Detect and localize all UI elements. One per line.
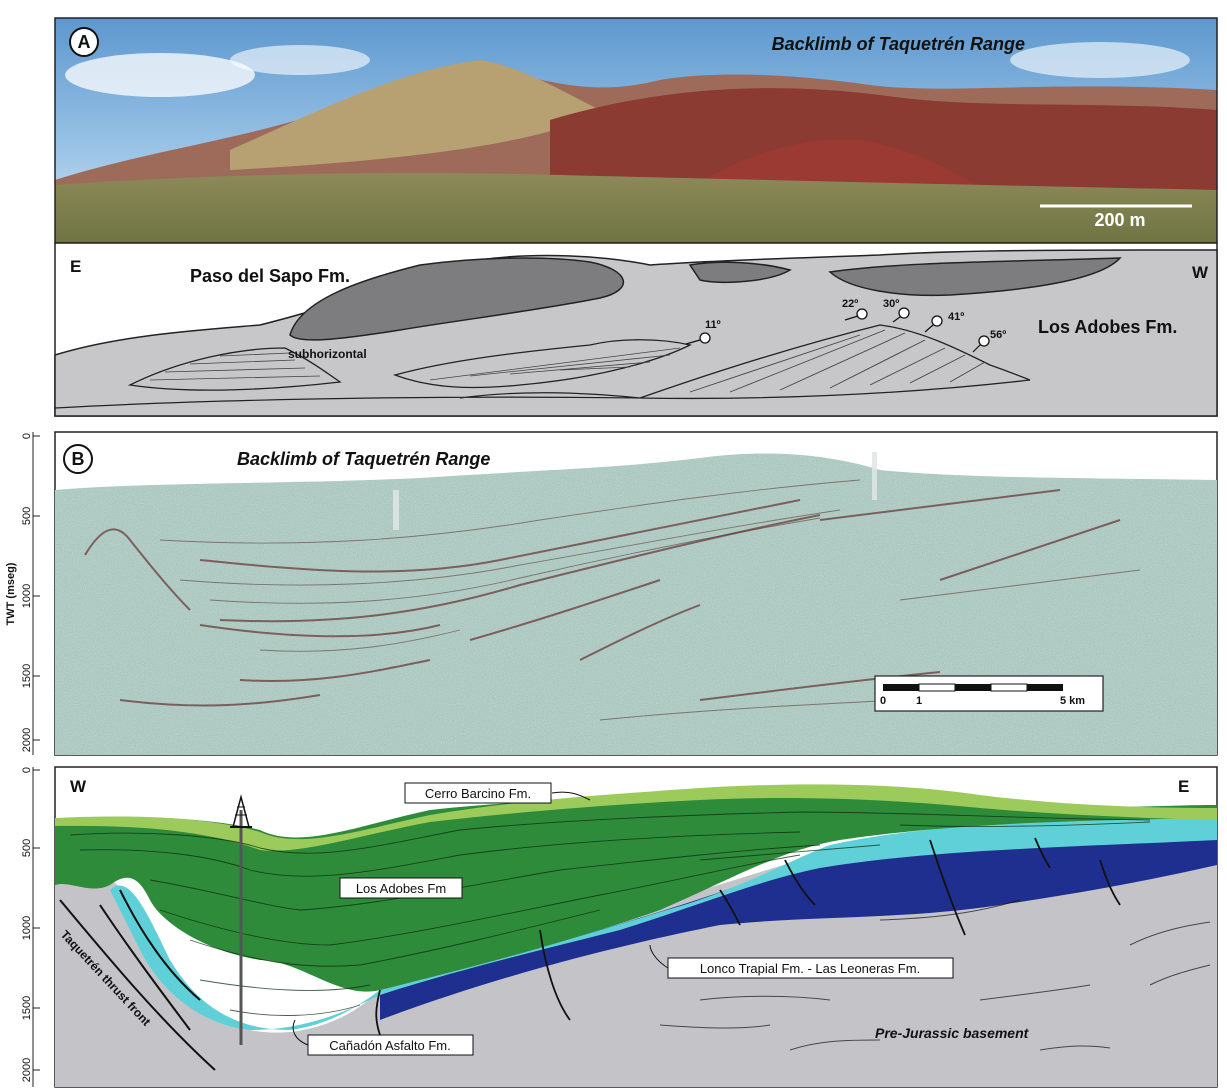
panel-a-scale-label: 200 m — [1094, 210, 1145, 230]
subhorizontal-label: subhorizontal — [288, 347, 367, 361]
dip-marker-11 — [685, 332, 711, 345]
lonco-trapial-label: Lonco Trapial Fm. - Las Leoneras Fm. — [700, 961, 920, 976]
panel-b-letter-badge — [63, 444, 93, 474]
los-adobes-fill — [55, 793, 1217, 992]
panel-c-section — [54, 766, 1218, 1088]
panel-c-tick-2000: 2000 — [21, 1058, 33, 1082]
scale-tick-0: 0 — [880, 695, 886, 707]
well-icon — [230, 794, 252, 1045]
thrust-front — [59, 889, 216, 1071]
panel-b-tick-1500: 1500 — [21, 664, 33, 688]
panel-b-letter: B — [72, 449, 85, 469]
panel-a-labels: A Backlimb of Taquetrén Range 200 m E W … — [70, 32, 1209, 361]
panel-c-axis: 0 500 1000 1500 2000 — [21, 767, 40, 1087]
panel-a-letter-badge — [69, 27, 99, 57]
panel-a-letter: A — [78, 32, 91, 52]
panel-b-axis-label: TWT (mseg) — [5, 562, 17, 625]
dip-marker-56 — [972, 335, 990, 353]
panel-a-east-label: E — [70, 257, 81, 276]
panel-b-labels: B Backlimb of Taquetrén Range TWT (mseg)… — [5, 432, 1085, 755]
panel-b-tick-2000: 2000 — [21, 728, 33, 752]
panel-b-tick-1000: 1000 — [21, 584, 33, 608]
canadon-asfalto-fill — [110, 815, 1217, 1030]
dip-label-30: 30º — [883, 298, 899, 310]
panel-b-scale-bar — [874, 675, 1104, 712]
dip-marker-30 — [892, 307, 910, 323]
scale-tick-1: 1 — [916, 695, 922, 707]
dip-label-41: 41º — [948, 311, 964, 323]
lonco-trapial-fill — [380, 833, 1217, 1020]
normal-faults — [375, 837, 1121, 1036]
panel-c-tick-500: 500 — [21, 839, 33, 857]
cerro-barcino-label: Cerro Barcino Fm. — [425, 786, 531, 801]
panel-b-title: Backlimb of Taquetrén Range — [237, 449, 490, 469]
panel-a-west-label: W — [1192, 263, 1209, 282]
basement-label: Pre-Jurassic basement — [875, 1025, 1030, 1041]
panel-b-tick-500: 500 — [21, 507, 33, 525]
panel-b-axis: 0 500 1000 1500 2000 — [21, 432, 40, 755]
label-leaders — [292, 791, 669, 1046]
panel-b-tick-0: 0 — [21, 433, 33, 439]
panel-c-west-label: W — [70, 777, 87, 796]
panel-a-photo — [54, 17, 1218, 244]
los-adobes-label-c: Los Adobes Fm — [356, 881, 446, 896]
panel-a-sketch — [54, 242, 1218, 417]
dip-label-11: 11º — [705, 319, 721, 331]
dip-label-56: 56º — [990, 329, 1006, 341]
scale-tick-5km: 5 km — [1060, 695, 1085, 707]
panel-c-tick-0: 0 — [21, 767, 33, 773]
los-adobes-label-a: Los Adobes Fm. — [1038, 317, 1177, 337]
panel-c-east-label: E — [1178, 777, 1189, 796]
panel-c-tick-1500: 1500 — [21, 996, 33, 1020]
dip-marker-41 — [924, 315, 943, 333]
dip-marker-22 — [844, 308, 868, 321]
canadon-asfalto-label: Cañadón Asfalto Fm. — [329, 1038, 450, 1053]
panel-c-tick-1000: 1000 — [21, 916, 33, 940]
panel-a-title: Backlimb of Taquetrén Range — [772, 34, 1025, 54]
paso-del-sapo-label: Paso del Sapo Fm. — [190, 266, 350, 286]
cerro-barcino-fill — [55, 784, 1217, 851]
dip-label-22: 22º — [842, 298, 858, 310]
